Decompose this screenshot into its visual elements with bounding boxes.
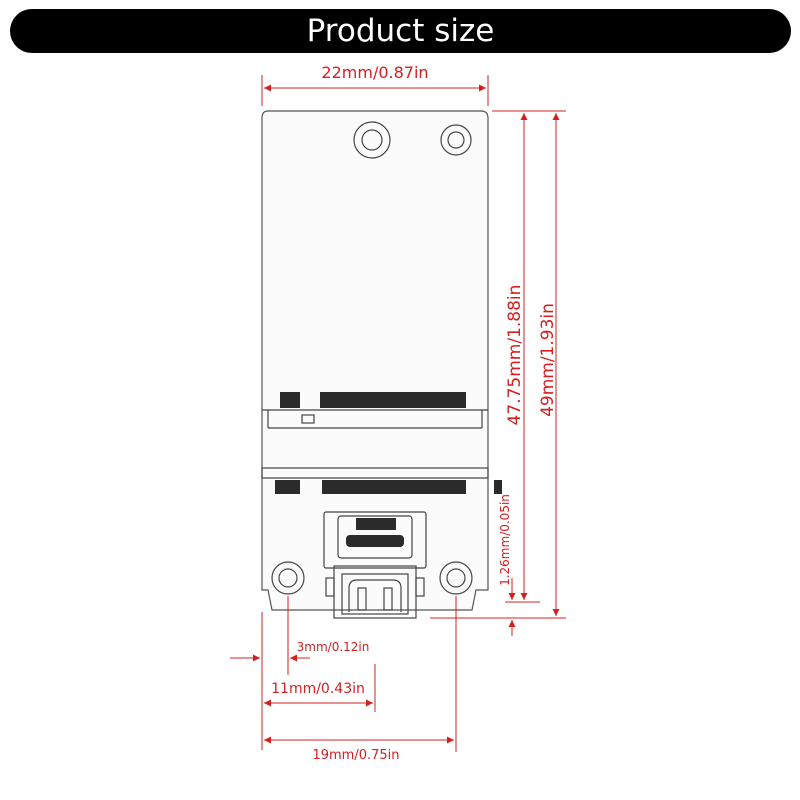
- adapter-board: [261, 110, 502, 619]
- height-inner-label: 47.75mm/1.88in: [505, 285, 525, 426]
- card-slot: [261, 392, 502, 494]
- top-width-label: 22mm/0.87in: [321, 63, 428, 82]
- bottom-left-mounting-hole-icon: [271, 561, 305, 595]
- top-mounting-hole-large-icon: [353, 121, 391, 159]
- usb-connector: [323, 511, 427, 619]
- banner-title: Product size: [306, 13, 495, 49]
- height-total-dimension: 49mm/1.93in: [430, 110, 566, 619]
- connector-offset-dimension: 1.26mm/0.05in: [498, 494, 516, 636]
- top-mounting-hole-small-icon: [440, 124, 472, 156]
- height-total-label: 49mm/1.93in: [538, 303, 558, 417]
- hole-spacing-label: 19mm/0.75in: [312, 748, 399, 763]
- hole-spacing-dimension: 19mm/0.75in: [264, 596, 457, 763]
- hole-offset-dimension: 11mm/0.43in: [264, 664, 376, 712]
- top-width-dimension: 22mm/0.87in: [261, 63, 489, 106]
- bottom-right-mounting-hole-icon: [439, 561, 473, 595]
- edge-offset-dimension: 3mm/0.12in: [230, 596, 369, 750]
- title-banner: Product size: [10, 9, 791, 53]
- connector-offset-label: 1.26mm/0.05in: [498, 494, 512, 586]
- edge-offset-label: 3mm/0.12in: [297, 640, 370, 654]
- hole-offset-label: 11mm/0.43in: [271, 681, 365, 697]
- height-inner-dimension: 47.75mm/1.88in: [492, 110, 540, 603]
